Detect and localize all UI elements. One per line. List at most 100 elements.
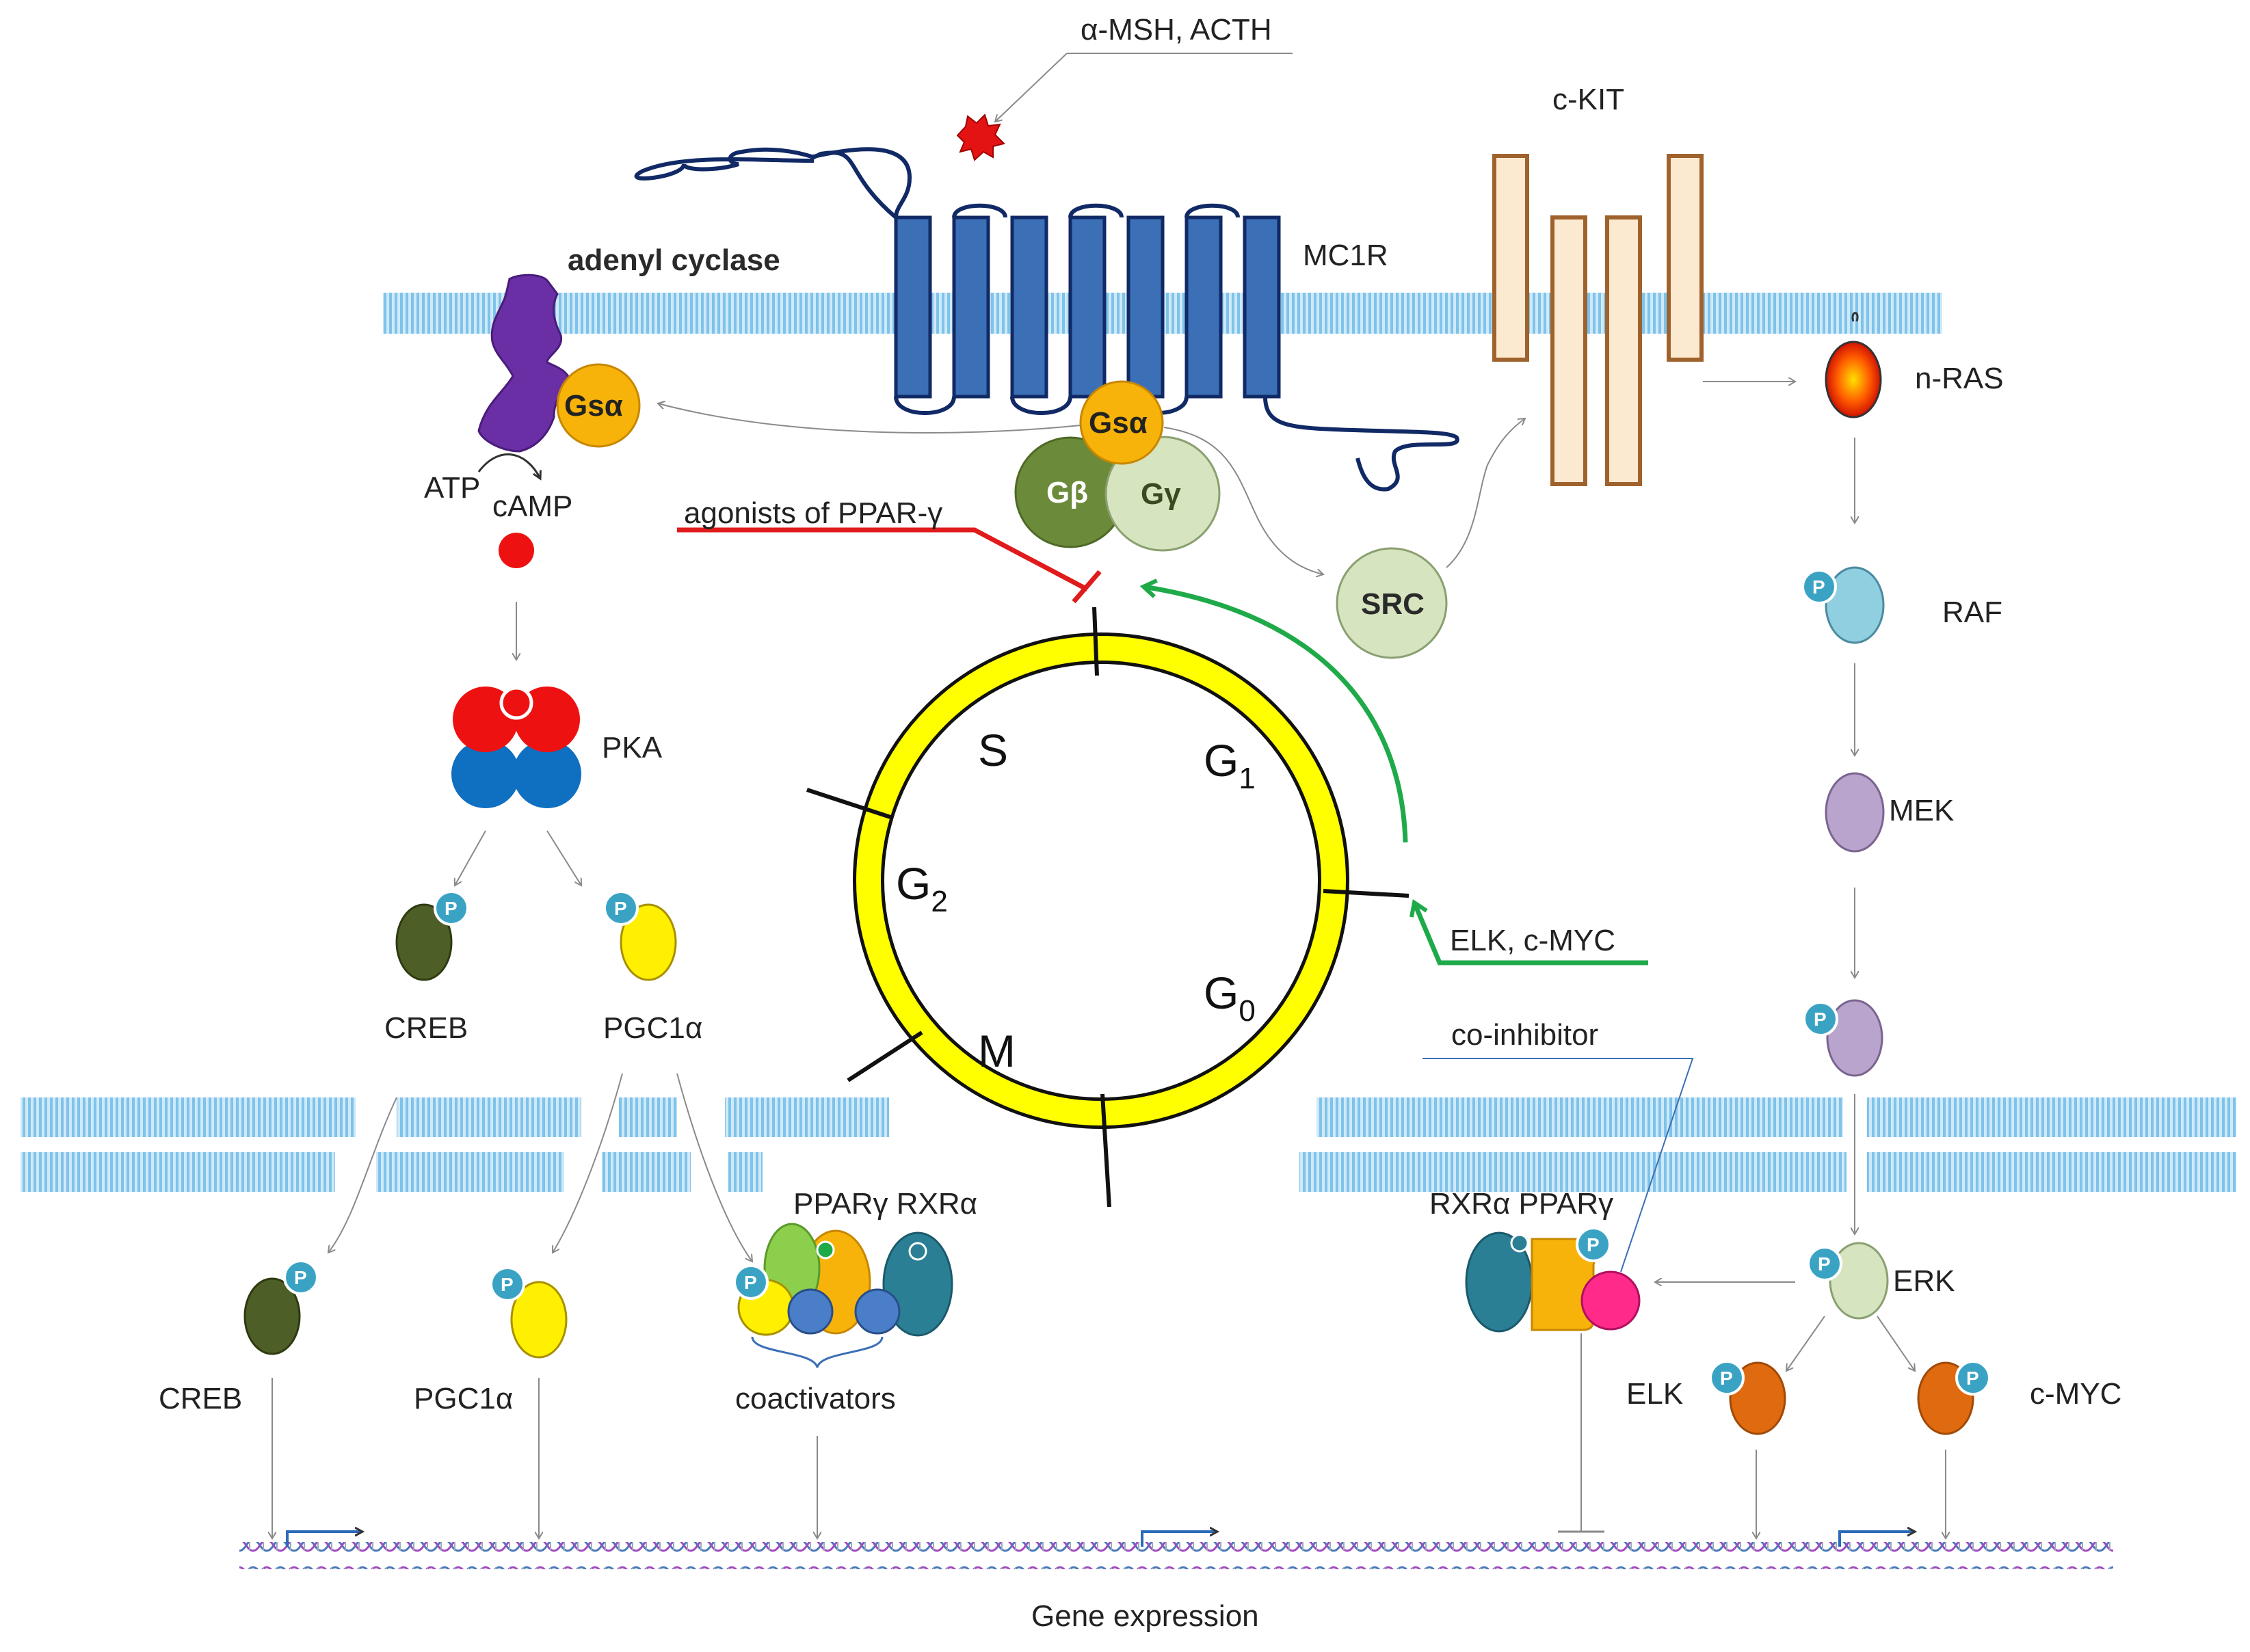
gsa-on-cyclase: Gsα <box>556 363 641 448</box>
elk-cmyc-label: ELK, c-MYC <box>1450 924 1615 957</box>
creb-protein-nucleus <box>243 1277 301 1355</box>
pka-complex <box>451 686 581 808</box>
svg-text:P: P <box>1814 1009 1827 1030</box>
n-ras-protein <box>1825 341 1882 418</box>
phospho-badge-coactivator: P <box>733 1264 769 1300</box>
svg-text:P: P <box>501 1274 514 1295</box>
gsa-to-src-arrow <box>1163 427 1323 574</box>
erk-to-cmyc-arrow <box>1877 1316 1915 1371</box>
mek-protein <box>1825 772 1885 853</box>
gene-expression-label: Gene expression <box>1031 1599 1259 1633</box>
mc1r-receptor <box>634 147 1459 492</box>
ligand-label: α-MSH, ACTH <box>1081 13 1272 46</box>
phospho-badge-cmyc: P <box>1955 1360 1991 1396</box>
c-kit-receptor <box>1492 154 1704 486</box>
phospho-mek-protein <box>1826 999 1883 1077</box>
svg-text:P: P <box>1812 576 1825 598</box>
svg-text:P: P <box>294 1267 307 1288</box>
promoter-arrow-icon <box>1141 1532 1217 1547</box>
phase-g0-label: G0 <box>1204 968 1256 1028</box>
camp-molecule <box>499 533 534 568</box>
pka-to-pgc-arrow <box>546 830 581 885</box>
svg-text:P: P <box>744 1272 757 1293</box>
svg-text:P: P <box>1587 1234 1600 1255</box>
co-inhibitor-label: co-inhibitor <box>1451 1018 1598 1052</box>
agonists-inhibition-line <box>677 527 1089 592</box>
phospho-badge-creb-bottom: P <box>283 1260 319 1295</box>
rxr-ppar-co-inhibitor-complex <box>1465 1231 1641 1333</box>
svg-text:Gβ: Gβ <box>1046 476 1088 509</box>
phospho-badge-pgc-top: P <box>603 890 639 926</box>
ligand-arrow <box>995 53 1068 122</box>
phospho-badge-creb-top: P <box>434 890 469 926</box>
svg-text:P: P <box>445 898 458 919</box>
raf-protein <box>1825 566 1885 644</box>
camp-label: cAMP <box>492 490 572 523</box>
phase-g2-label: G2 <box>896 858 948 918</box>
creb-translocation-arrow <box>328 1097 397 1253</box>
svg-text:P: P <box>1818 1253 1831 1275</box>
svg-text:P: P <box>1966 1368 1979 1389</box>
phospho-badge-mek: P <box>1803 1001 1838 1037</box>
cell-cycle-ring <box>806 607 1409 1208</box>
svg-text:Gγ: Gγ <box>1141 477 1181 511</box>
svg-text:Gsα: Gsα <box>1089 406 1148 440</box>
gsa-to-cyclase-arrow <box>658 403 1081 434</box>
adenyl-cyclase-label: adenyl cyclase <box>568 243 780 277</box>
phospho-badge-erk: P <box>1807 1246 1842 1281</box>
inhibition-bar <box>1072 570 1102 604</box>
dna-helix <box>239 1542 2113 1569</box>
coactivators-brace <box>751 1336 884 1368</box>
phase-m-label: M <box>978 1026 1016 1076</box>
erk-label: ERK <box>1893 1264 1955 1298</box>
ppar-rxr-label: PPARγ RXRα <box>793 1187 977 1221</box>
erk-protein <box>1829 1242 1889 1320</box>
pgc1a-protein-cytoplasm <box>620 903 677 981</box>
phospho-badge-ppar-right: P <box>1576 1227 1611 1262</box>
coactivators-label: coactivators <box>735 1382 896 1415</box>
n-ras-label: n-RAS <box>1915 362 2004 395</box>
g1-progression-arrow <box>1143 587 1408 843</box>
pgc-to-coactivator-arrow <box>676 1073 752 1262</box>
ppar-rxr-coactivator-complex <box>737 1223 953 1337</box>
c-myc-label: c-MYC <box>2030 1377 2121 1411</box>
promoter-arrow-icon <box>286 1532 362 1547</box>
phospho-badge-raf: P <box>1801 569 1837 604</box>
raf-label: RAF <box>1942 596 2002 629</box>
rxr-ppar-label: RXRα PPARγ <box>1429 1187 1613 1221</box>
src-kinase: SRC <box>1336 547 1448 659</box>
phospho-badge-pgc-bottom: P <box>490 1266 525 1302</box>
g-protein-gsa: Gsα <box>1079 380 1164 465</box>
adenyl-cyclase-enzyme <box>477 274 572 453</box>
erk-to-elk-arrow <box>1786 1316 1825 1371</box>
creb-protein-cytoplasm <box>395 903 453 981</box>
mc1r-label: MC1R <box>1303 239 1388 272</box>
svg-text:P: P <box>1720 1368 1733 1389</box>
phase-g1-label: G1 <box>1204 735 1256 795</box>
promoter-arrow-icon <box>1838 1532 1915 1547</box>
ligand-starburst-icon <box>956 114 1005 161</box>
agonists-label: agonists of PPAR-γ <box>684 496 942 530</box>
pgc1a-label-cytoplasm: PGC1α <box>603 1011 702 1045</box>
co-inhibitor-leader-line <box>1422 1058 1694 1273</box>
src-to-ckit-arrow <box>1446 418 1525 568</box>
elk-label: ELK <box>1626 1377 1683 1411</box>
c-kit-label: c-KIT <box>1552 83 1624 116</box>
creb-label-cytoplasm: CREB <box>384 1011 468 1045</box>
svg-text:SRC: SRC <box>1361 587 1425 621</box>
n-ras-anchor <box>1851 312 1859 322</box>
g-protein-gb: Gβ <box>1014 436 1126 548</box>
creb-label-nucleus: CREB <box>159 1382 242 1415</box>
phase-s-label: S <box>978 725 1008 775</box>
mek-label: MEK <box>1889 794 1954 827</box>
g-protein-gy: Gγ <box>1104 436 1221 552</box>
pgc1a-label-nucleus: PGC1α <box>414 1382 513 1415</box>
elk-cmyc-activation-arrow <box>1414 903 1648 965</box>
svg-text:Gsα: Gsα <box>564 389 623 423</box>
atp-camp-conversion-arrow <box>477 453 540 479</box>
pgc1a-protein-nucleus <box>510 1281 568 1359</box>
pgc-translocation-arrow <box>553 1073 623 1253</box>
nuclear-membrane <box>21 1097 2236 1192</box>
pka-to-creb-arrow <box>455 830 486 885</box>
